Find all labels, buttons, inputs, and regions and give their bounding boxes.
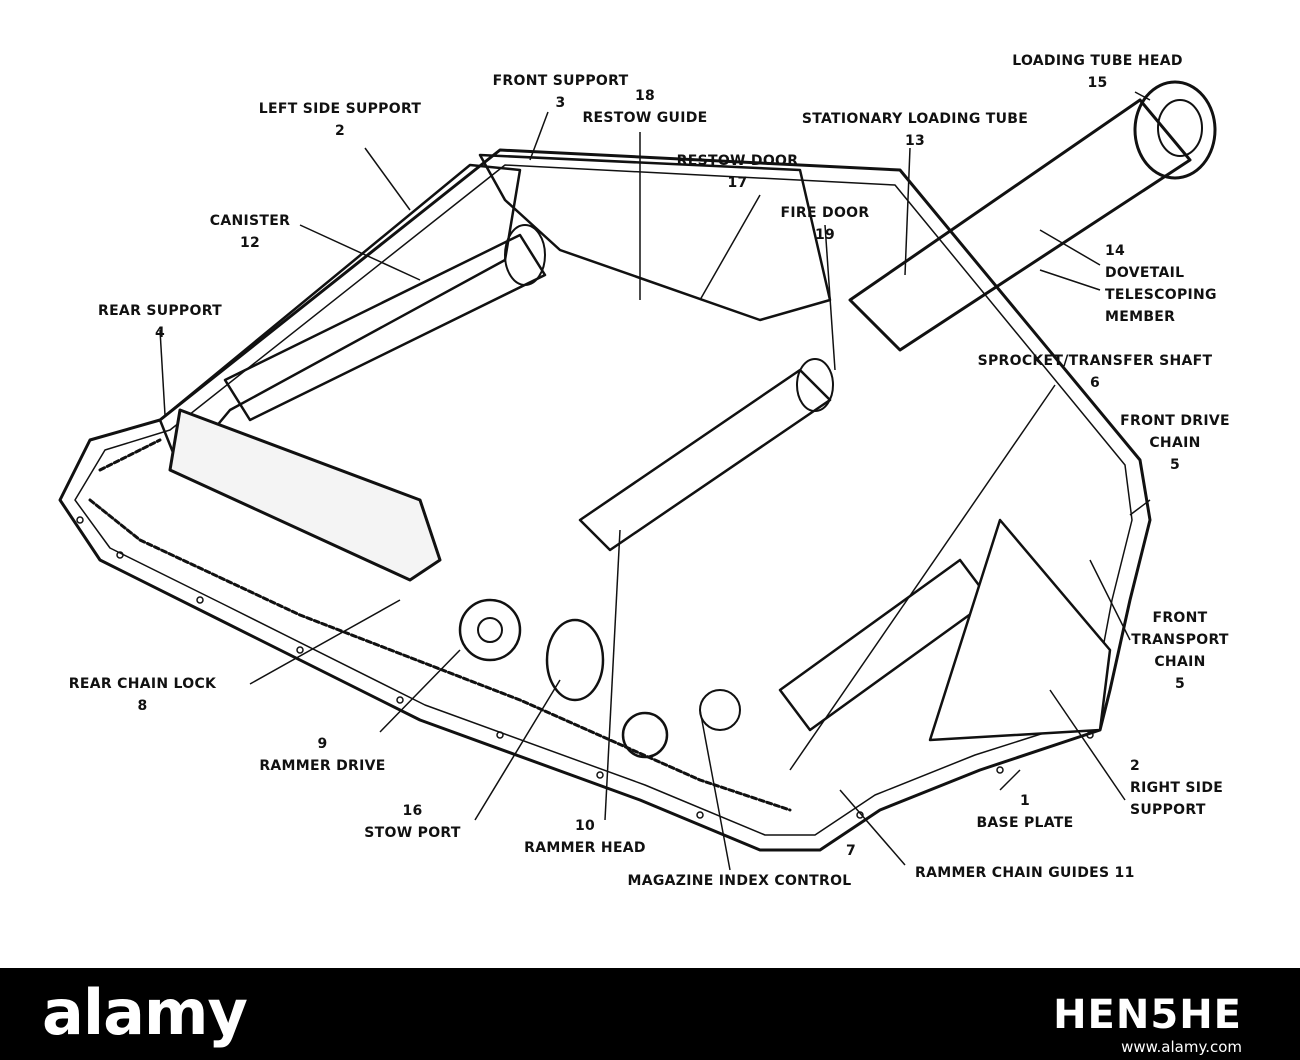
magazine-line-drawing	[58, 80, 1217, 871]
chain-path	[88, 438, 792, 812]
stock-footer-url: www.alamy.com	[1121, 1038, 1242, 1056]
leader-lines	[159, 91, 1151, 871]
alamy-logo: alamy	[42, 976, 248, 1049]
right-side-support-shape	[928, 518, 1112, 742]
base-plate-inner	[74, 164, 1133, 836]
canister-shape	[223, 233, 547, 422]
front-support-shape	[478, 153, 832, 322]
stock-image-id: HEN5HE	[1053, 992, 1242, 1038]
base-plate-outline	[58, 148, 1152, 852]
loading-tube-shape	[848, 98, 1192, 352]
rear-box	[168, 408, 442, 582]
callout-magazine-index-control: MAGAZINE INDEX CONTROL	[627, 873, 852, 889]
center-canister	[578, 368, 832, 552]
stock-watermark-bar: alamy HEN5HE www.alamy.com	[0, 968, 1300, 1060]
bolt-holes	[76, 516, 1094, 819]
